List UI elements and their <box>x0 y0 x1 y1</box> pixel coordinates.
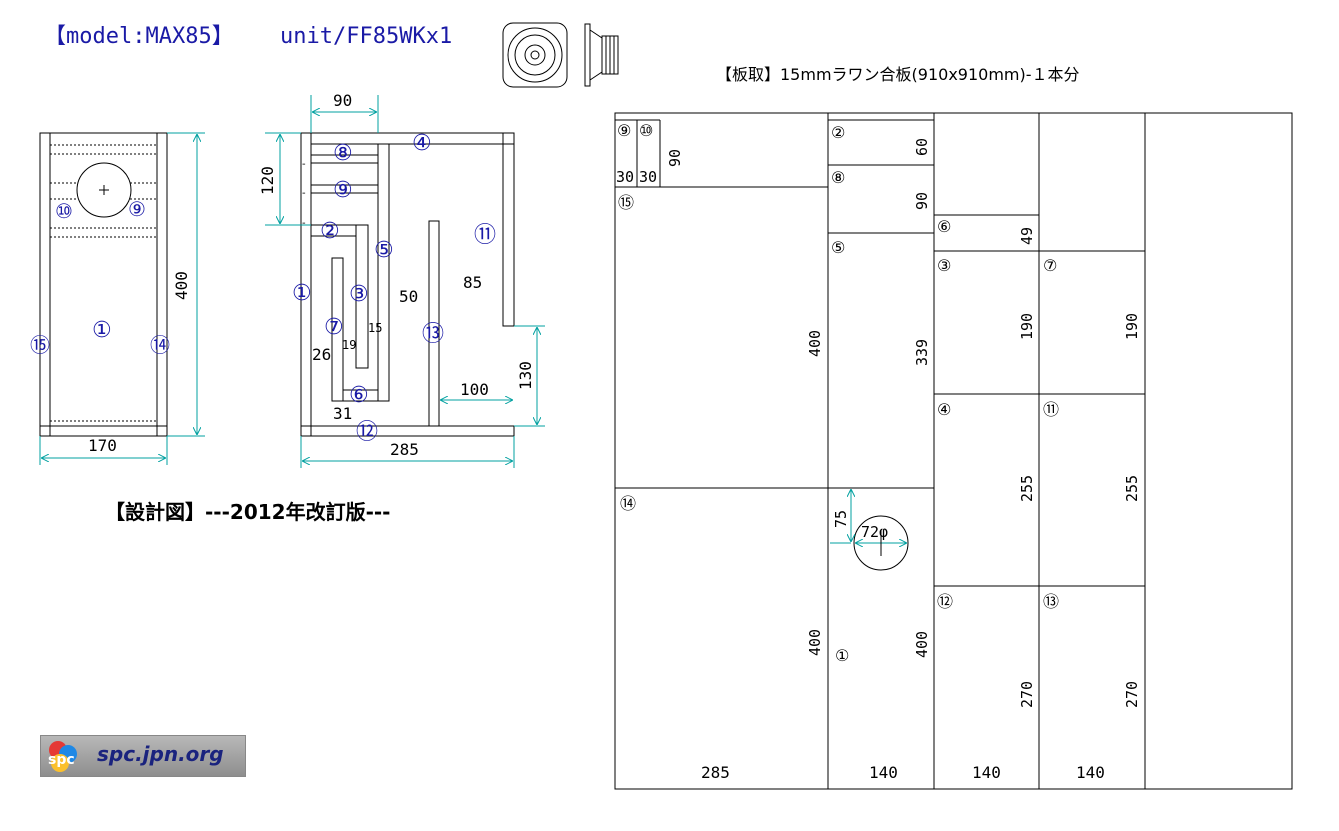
piece-14: ⑭ <box>620 494 636 513</box>
piece-5: ⑤ <box>831 238 845 257</box>
front-dim-height: 400 <box>172 271 191 300</box>
piece-dim-339: 339 <box>913 339 931 366</box>
svg-text:-: - <box>302 159 306 170</box>
side-label-7: ⑦ <box>324 315 344 340</box>
spc-logo-mark: spc <box>48 741 77 772</box>
speaker-front-icon <box>502 22 568 88</box>
front-dim-width: 170 <box>88 436 117 455</box>
hole-dim-75: 75 <box>832 510 850 528</box>
side-dim-depth: 285 <box>390 440 419 459</box>
model-title: 【model:MAX85】 <box>44 24 234 49</box>
piece-dim-255a: 255 <box>1018 475 1036 502</box>
svg-text:spc: spc <box>48 752 75 768</box>
piece-2: ② <box>831 123 845 142</box>
side-dim-26: 26 <box>312 345 331 364</box>
front-label-15: ⑮ <box>30 333 50 357</box>
cutting-board <box>614 112 1293 790</box>
side-label-3: ③ <box>349 282 369 307</box>
col-width-285: 285 <box>701 763 730 782</box>
svg-text:-: - <box>302 218 306 229</box>
cutting-title: 【板取】15mmラワン合板(910x910mm)-１本分 <box>716 65 1080 84</box>
side-label-12: ⑫ <box>356 420 378 445</box>
piece-dim-270b: 270 <box>1123 681 1141 708</box>
front-dimensions <box>39 132 205 465</box>
side-dim-130: 130 <box>516 361 535 390</box>
side-label-8: ⑧ <box>333 141 353 166</box>
side-label-11: ⑪ <box>474 223 496 248</box>
side-dim-50: 50 <box>399 287 418 306</box>
speaker-side-icon <box>584 23 619 87</box>
piece-10: ⑩ <box>639 121 653 140</box>
side-label-9: ⑨ <box>333 178 353 203</box>
piece-dim-400a: 400 <box>806 330 824 357</box>
piece-dim-90b: 90 <box>913 192 931 210</box>
piece-dim-400b: 400 <box>806 629 824 656</box>
svg-text:-: - <box>302 188 306 199</box>
piece-dim-190a: 190 <box>1018 313 1036 340</box>
piece-7: ⑦ <box>1043 256 1057 275</box>
site-logo-text: spc.jpn.org <box>97 742 224 766</box>
piece-8: ⑧ <box>831 168 845 187</box>
piece-1: ① <box>835 646 849 665</box>
piece-4: ④ <box>937 400 951 419</box>
piece-dim-190b: 190 <box>1123 313 1141 340</box>
piece-12: ⑫ <box>937 592 953 611</box>
side-dim-upper: 120 <box>258 166 277 195</box>
front-label-1: ① <box>92 318 112 343</box>
col-width-140a: 140 <box>869 763 898 782</box>
side-dimensions <box>265 95 545 468</box>
site-logo[interactable]: spc spc.jpn.org <box>40 735 246 777</box>
front-label-10: ⑩ <box>55 199 73 223</box>
piece-9: ⑨ <box>617 121 631 140</box>
side-view: - - - <box>300 132 515 437</box>
side-dim-top: 90 <box>333 91 352 110</box>
piece-dim-255b: 255 <box>1123 475 1141 502</box>
col-width-140c: 140 <box>1076 763 1105 782</box>
side-dim-15: 15 <box>368 321 382 335</box>
piece-15: ⑮ <box>618 193 634 212</box>
hole-diameter: 72φ <box>861 523 888 541</box>
design-caption: 【設計図】---2012年改訂版--- <box>105 500 390 524</box>
piece-dim-49: 49 <box>1018 227 1036 245</box>
front-label-14: ⑭ <box>150 333 170 357</box>
side-label-2: ② <box>320 219 340 244</box>
side-label-5: ⑤ <box>374 238 394 263</box>
piece-dim-400c: 400 <box>913 631 931 658</box>
side-label-4: ④ <box>412 131 432 156</box>
side-dim-100: 100 <box>460 380 489 399</box>
side-dim-31: 31 <box>333 404 352 423</box>
piece-dim-90a: 90 <box>666 149 684 167</box>
piece-11: ⑪ <box>1043 400 1059 419</box>
front-label-9: ⑨ <box>128 197 146 221</box>
piece-dim-60: 60 <box>913 138 931 156</box>
front-view <box>39 132 168 437</box>
col-width-140b: 140 <box>972 763 1001 782</box>
piece-3: ③ <box>937 256 951 275</box>
side-label-13: ⑬ <box>422 322 444 347</box>
side-dim-85: 85 <box>463 273 482 292</box>
piece-dim-30a: 30 <box>616 168 634 186</box>
piece-13: ⑬ <box>1043 592 1059 611</box>
piece-dim-270a: 270 <box>1018 681 1036 708</box>
side-label-6: ⑥ <box>349 383 369 408</box>
unit-title: unit/FF85WKx1 <box>280 24 452 49</box>
side-label-1: ① <box>292 281 312 306</box>
piece-dim-30b: 30 <box>639 168 657 186</box>
side-dim-19: 19 <box>342 338 356 352</box>
piece-6: ⑥ <box>937 217 951 236</box>
